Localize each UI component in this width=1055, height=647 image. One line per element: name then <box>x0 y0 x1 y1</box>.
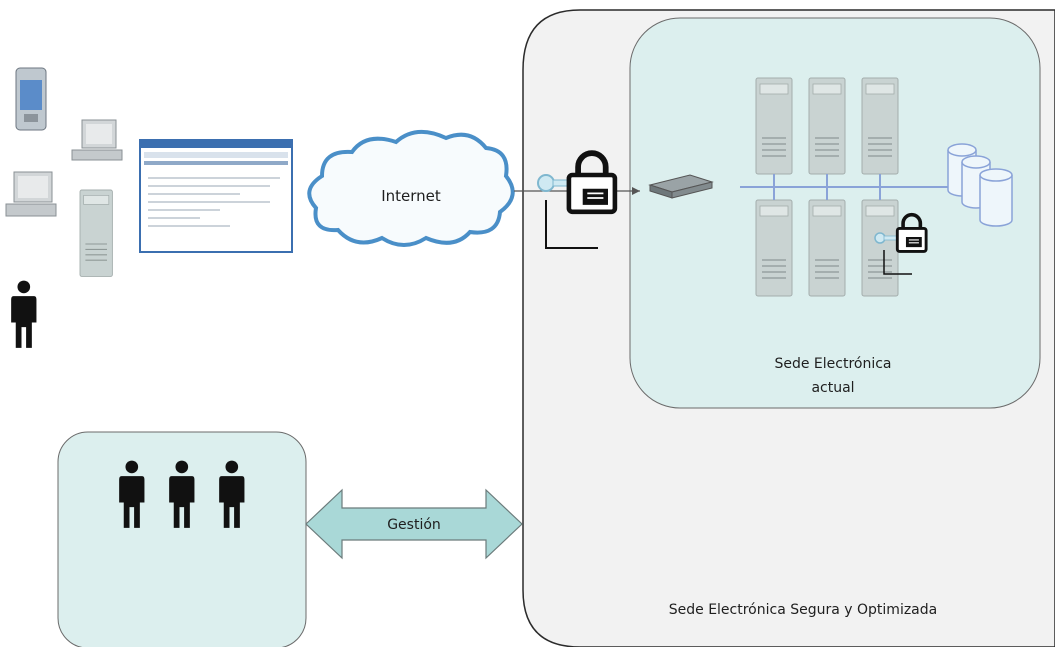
browser-window-icon <box>139 139 293 253</box>
server-2-icon <box>808 77 846 175</box>
internet-label: Internet <box>381 187 441 205</box>
server-6-icon <box>861 199 899 297</box>
server-tower-icon <box>79 189 113 277</box>
server-1-icon <box>755 77 793 175</box>
padlock-key-icon <box>545 153 615 249</box>
server-3-icon <box>861 77 899 175</box>
current-site-label-line1: Sede Electrónica <box>774 356 891 372</box>
connection-arrowhead <box>632 187 640 195</box>
cloud-icon <box>307 130 515 247</box>
current-site-label-line2: actual <box>811 380 854 396</box>
server-5-icon <box>808 199 846 297</box>
network-switch-icon <box>648 174 714 199</box>
server-padlock-icon <box>874 212 928 275</box>
network-bus <box>740 174 952 200</box>
pda-icon <box>15 67 47 131</box>
server-4-icon <box>755 199 793 297</box>
management-label: Gestión <box>387 517 441 533</box>
management-double-arrow <box>305 488 523 560</box>
laptop-icon <box>5 171 57 217</box>
secure-site-label: Sede Electrónica Segura y Optimizada <box>669 602 937 618</box>
database-icon <box>947 143 1013 227</box>
person-icon <box>11 280 37 348</box>
desktop-computer-icon <box>71 119 123 161</box>
